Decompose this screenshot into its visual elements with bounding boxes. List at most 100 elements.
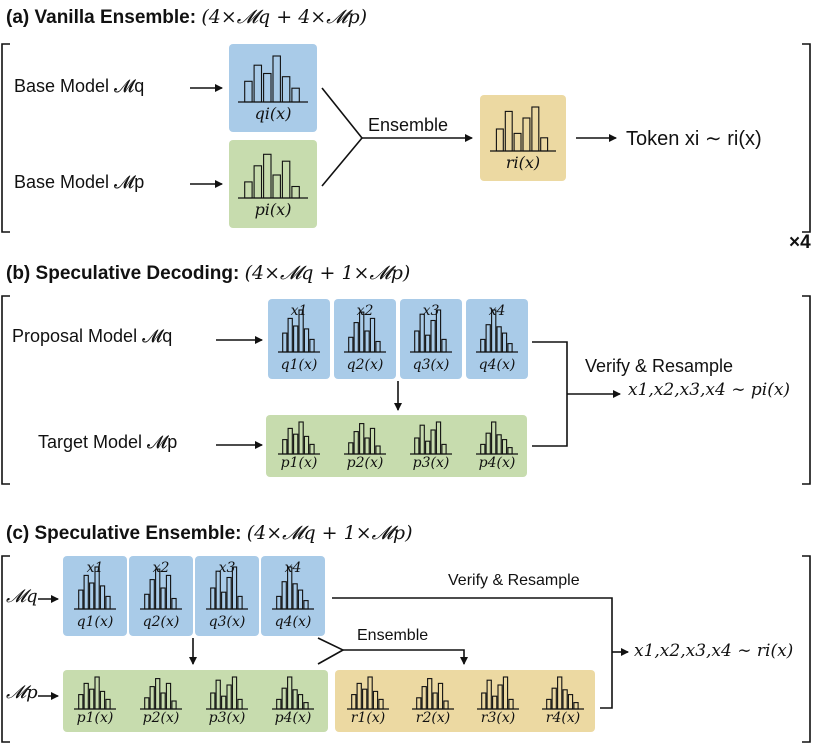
b-token-4: x4	[488, 303, 506, 319]
c-r-label-2: r2(x)	[415, 710, 451, 726]
b-q-hist-2	[344, 311, 386, 353]
b-p-hist-4-bar-3	[491, 421, 497, 455]
a-r-hist-bar-2	[504, 110, 513, 152]
c-p-hist-4-bar-6	[303, 702, 309, 710]
a-p-hist-bar-2	[253, 165, 263, 199]
c-p-hist-1-bar-2	[83, 682, 89, 710]
c-p-label-1: p1(x)	[76, 710, 114, 726]
token-output: Token xi ∼ ri(x)	[626, 128, 762, 150]
c-r-hist-4-bar-4	[562, 689, 568, 710]
b-q-hist-1-bar-4	[298, 309, 304, 353]
b-p-hist-2-bar-1	[348, 442, 354, 455]
c-q-hist-3-bar-2	[215, 570, 221, 610]
ensemble-label-a: Ensemble	[368, 115, 449, 135]
b-p-label-1: p1(x)	[280, 455, 318, 471]
repeat-count: ×4	[789, 232, 811, 253]
c-r-hist-1-bar-5	[372, 690, 379, 710]
c-q-hist-1-bar-2	[83, 574, 89, 610]
verify-resample-label-b: Verify & Resample	[585, 356, 734, 376]
c-r-hist-3-bar-4	[497, 684, 503, 710]
c-p-label-4: p4(x)	[274, 710, 312, 726]
b-p-hist-2	[344, 423, 386, 455]
c-q-hist-2-bar-3	[155, 568, 161, 610]
b-p-hist-2-bar-5	[369, 427, 376, 455]
b-q-hist-2-bar-3	[359, 311, 365, 353]
a-r-hist-bar-6	[540, 137, 549, 152]
c-token-4: x4	[284, 560, 302, 576]
proposal-model-label: Proposal Model 𝓜q	[12, 326, 173, 346]
b-q-hist-1-bar-6	[309, 338, 315, 353]
b-output: x1,x2,x3,x4 ∼ pi(x)	[628, 380, 791, 400]
b-q-hist-1-bar-3	[293, 325, 299, 353]
b-token-3: x3	[422, 303, 440, 319]
a-q-hist-bar-6	[291, 87, 300, 103]
target-model-label: Target Model 𝓜p	[38, 432, 178, 452]
b-q-label-1: q1(x)	[280, 357, 318, 373]
bracket-c-left	[1, 555, 10, 743]
c-p-hist-2-bar-4	[160, 692, 166, 710]
c-r-hist-1-bar-4	[367, 676, 373, 710]
b-p-label-4: p4(x)	[478, 455, 516, 471]
a-r-hist-bar-3	[513, 132, 522, 152]
a-r-hist-bar-4	[522, 117, 531, 152]
c-q-hist-2-bar-1	[144, 593, 150, 610]
c-p-hist-2-bar-1	[144, 697, 150, 710]
a-q-hist-bar-4	[272, 55, 281, 103]
c-p-hist-4-bar-2	[281, 687, 287, 710]
c-q-hist-4-bar-3	[287, 566, 293, 610]
c-p-hist-1-bar-6	[105, 698, 111, 710]
b-p-hist-2-bar-3	[359, 423, 365, 455]
b-q-label-2: q2(x)	[346, 357, 384, 373]
c-p-hist-3-bar-4	[226, 684, 232, 710]
c-q-hist-4-bar-5	[297, 589, 304, 610]
b-q-hist-3-bar-4	[430, 319, 436, 353]
base-model-p-label: Base Model 𝓜p	[14, 172, 145, 192]
c-p-hist-2-bar-5	[165, 682, 172, 710]
a-q-hist-bar-3	[263, 72, 272, 103]
c-q-hist-3-bar-4	[226, 576, 232, 610]
c-r-hist-3-bar-1	[481, 692, 487, 710]
c-p-label-2: p2(x)	[142, 710, 180, 726]
c-r-hist-2-bar-2	[421, 686, 427, 710]
a-p-hist-bar-5	[281, 160, 291, 199]
c-p-hist-3-bar-2	[215, 679, 221, 710]
b-q-hist-2-bar-4	[364, 330, 370, 353]
b-q-hist-1-bar-5	[303, 328, 310, 353]
b-p-hist-1-bar-2	[287, 427, 293, 455]
c-q-hist-1-bar-6	[105, 595, 111, 610]
bracket-a-right	[802, 43, 811, 233]
c-p-hist-3-bar-6	[237, 698, 243, 710]
c-r-hist-1	[347, 676, 389, 710]
c-q-hist-3	[206, 566, 248, 610]
c-r-hist-1-bar-2	[356, 682, 362, 710]
c-p-hist-3	[206, 676, 248, 710]
b-p-hist-4-bar-2	[485, 432, 491, 455]
c-r-label-1: r1(x)	[350, 710, 386, 726]
panel-c-title: (c) Speculative Ensemble: (4×𝓜q + 1×𝓜p)	[6, 522, 413, 544]
c-r-hist-3-bar-2	[486, 679, 492, 710]
b-q-label-3: q3(x)	[412, 357, 450, 373]
base-model-q-label: Base Model 𝓜q	[14, 76, 145, 96]
b-p-hist-2-bar-6	[375, 445, 381, 455]
b-p-hist-1-bar-6	[309, 443, 315, 455]
c-q-hist-2-bar-5	[165, 574, 172, 610]
c-q-hist-2-bar-4	[160, 587, 166, 610]
a-p-hist-bar-1	[244, 181, 253, 199]
b-q-hist-3-bar-5	[435, 309, 442, 353]
c-r-hist-3-bar-6	[508, 698, 514, 710]
a-p-hist-bar-3	[263, 153, 272, 199]
c-p-hist-2-bar-2	[149, 686, 155, 710]
panel-a-title: (a) Vanilla Ensemble: (4×𝓜q + 4×𝓜p)	[6, 6, 368, 28]
c-q-hist-4-bar-1	[276, 595, 282, 610]
c-q-label-3: q3(x)	[208, 614, 246, 630]
c-q-hist-2-bar-6	[171, 597, 177, 610]
a-r-hist-bar-1	[495, 128, 504, 152]
c-r-hist-2-bar-1	[416, 697, 422, 710]
c-q-hist-1-bar-1	[78, 589, 84, 610]
c-p-hist-1-bar-1	[78, 694, 84, 710]
bracket-a-left	[1, 43, 10, 233]
b-p-hist-1-bar-1	[282, 439, 288, 455]
